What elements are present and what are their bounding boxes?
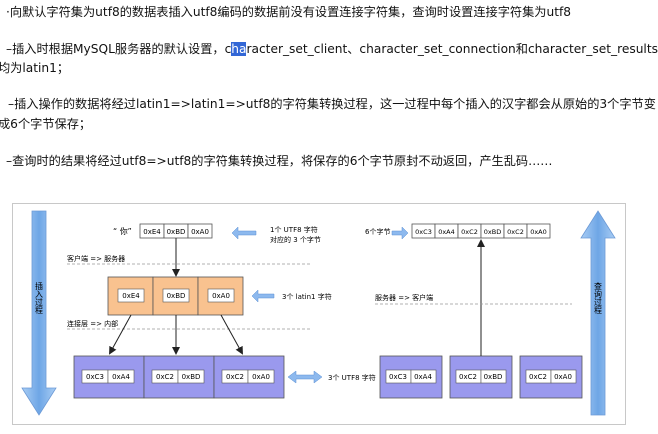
latin1-chars: 0xE4 0xBD 0xA0 bbox=[107, 276, 244, 316]
paragraph-4: –查询时的结果将经过utf8=>utf8的字符集转换过程，将保存的6个字节原封不… bbox=[6, 154, 553, 168]
latin1-value: 0xBD bbox=[167, 292, 186, 300]
bottom-left-utf8: 0xC3 0xA4 0xC2 0xBD 0xC2 0xA0 bbox=[73, 355, 285, 399]
query-process-label: 查询过程 bbox=[594, 281, 603, 315]
paragraph-2-line-1: –插入时根据MySQL服务器的默认设置，character_set_client… bbox=[6, 38, 658, 60]
six-bytes-label: 6个字节 bbox=[365, 227, 390, 236]
byte-value: 0xA4 bbox=[438, 228, 455, 236]
utf8-byte: 0xC2 bbox=[459, 373, 477, 381]
byte-value: 0xBD bbox=[167, 228, 186, 236]
bottom-right-utf8: 0xC3 0xA4 0xC2 0xBD 0xC2 0xA0 bbox=[379, 355, 583, 399]
utf8-byte: 0xA4 bbox=[112, 373, 130, 381]
server-client-label: 服务器 => 客户端 bbox=[375, 293, 433, 302]
byte-cell bbox=[187, 223, 213, 239]
byte-value: 0xC3 bbox=[415, 228, 432, 236]
utf8-char-note-2: 对应的 3 个字节 bbox=[270, 235, 321, 244]
byte-value: 0xBD bbox=[484, 228, 501, 236]
paragraph-2-line-2: 均为latin1； bbox=[0, 61, 70, 75]
utf8-byte: 0xA4 bbox=[414, 373, 432, 381]
char-label: “ 你” bbox=[113, 226, 132, 236]
utf8-byte: 0xC2 bbox=[226, 373, 244, 381]
query-process-arrow: 查询过程 bbox=[580, 210, 616, 416]
small-right-arrow bbox=[391, 226, 409, 240]
byte-value: 0xC2 bbox=[461, 228, 478, 236]
utf8-byte: 0xC3 bbox=[389, 373, 407, 381]
latin1-value: 0xA0 bbox=[212, 292, 230, 300]
utf8-byte: 0xC2 bbox=[156, 373, 174, 381]
paragraph-3-line-2: 成6个字节保存； bbox=[0, 117, 92, 131]
latin1-value: 0xE4 bbox=[122, 292, 140, 300]
utf8-byte: 0xA0 bbox=[554, 373, 572, 381]
utf8-byte: 0xC3 bbox=[86, 373, 104, 381]
utf8-byte: 0xC2 bbox=[529, 373, 547, 381]
paragraph-2-text-after-selection: racter_set_client、character_set_connecti… bbox=[246, 42, 658, 56]
middle-note: 3个 UTF8 字符 bbox=[328, 373, 376, 382]
paragraph-2-text-before-selection: –插入时根据MySQL服务器的默认设置，c bbox=[6, 42, 232, 56]
small-left-arrow bbox=[231, 226, 257, 240]
top-right-bytes: 0xC3 0xA4 0xC2 0xBD 0xC2 0xA0 bbox=[411, 223, 551, 239]
byte-value: 0xA0 bbox=[191, 228, 209, 236]
paragraph-3-line-1: –插入操作的数据将经过latin1=>latin1=>utf8的字符集转换过程，… bbox=[8, 97, 656, 111]
charset-conversion-diagram: 插入过程 查询过程 “ 你” 0xE4 0xBD 0xA0 1个 UTF8 字符… bbox=[12, 203, 626, 425]
down-arrow bbox=[220, 314, 243, 355]
utf8-byte: 0xA0 bbox=[252, 373, 270, 381]
double-arrow bbox=[287, 370, 323, 384]
insert-process-label: 插入过程 bbox=[35, 281, 44, 315]
utf8-byte: 0xBD bbox=[484, 373, 503, 381]
byte-value: 0xA0 bbox=[530, 228, 547, 236]
latin1-note: 3个 latin1 字符 bbox=[282, 292, 332, 301]
byte-value: 0xC2 bbox=[507, 228, 524, 236]
top-left-bytes: 0xE4 0xBD 0xA0 bbox=[139, 223, 213, 239]
small-left-arrow bbox=[251, 289, 275, 303]
down-arrow bbox=[109, 314, 132, 355]
insert-process-arrow: 插入过程 bbox=[21, 210, 57, 416]
conn-inner-label: 连接层 => 内部 bbox=[67, 319, 118, 328]
byte-value: 0xE4 bbox=[143, 228, 161, 236]
byte-cell bbox=[526, 223, 551, 239]
client-server-label: 客户端 => 服务器 bbox=[67, 254, 125, 263]
utf8-char-note-1: 1个 UTF8 字符 bbox=[270, 225, 318, 234]
paragraph-1: ·向默认字符集为utf8的数据表插入utf8编码的数据前没有设置连接字符集，查询… bbox=[6, 5, 572, 19]
utf8-byte: 0xBD bbox=[182, 373, 201, 381]
selected-text[interactable]: ha bbox=[231, 42, 247, 56]
